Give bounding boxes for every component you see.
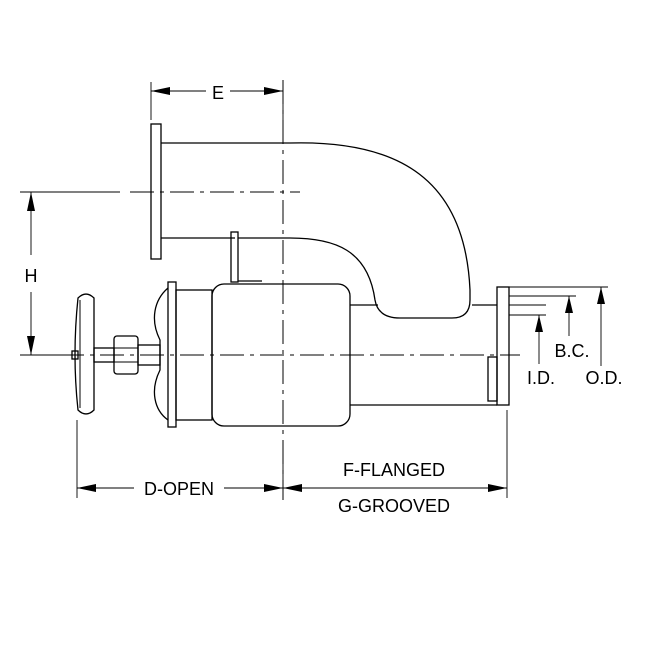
label-f-flanged: F-FLANGED — [343, 460, 445, 480]
dimension-d-open — [76, 420, 284, 498]
label-bc: B.C. — [554, 341, 589, 361]
outlet-flange — [496, 286, 510, 406]
elbow-pipe — [238, 142, 471, 319]
dimension-id — [509, 304, 546, 364]
dimension-f-g — [283, 410, 508, 498]
upper-inlet-flange — [150, 123, 290, 260]
label-g-grooved: G-GROOVED — [338, 496, 450, 516]
label-d-open: D-OPEN — [144, 479, 214, 499]
dimension-h — [20, 191, 120, 356]
valve-stem — [71, 335, 161, 375]
bonnet-bracket — [230, 231, 262, 283]
label-id: I.D. — [527, 368, 555, 388]
handwheel — [74, 293, 95, 415]
dimension-bc — [509, 295, 576, 336]
dimension-e — [150, 82, 284, 120]
valve-body — [211, 283, 351, 427]
label-od: O.D. — [585, 368, 622, 388]
bonnet-dome — [153, 287, 169, 421]
label-e: E — [212, 83, 224, 103]
dimension-od — [509, 286, 608, 366]
label-h: H — [25, 266, 38, 286]
